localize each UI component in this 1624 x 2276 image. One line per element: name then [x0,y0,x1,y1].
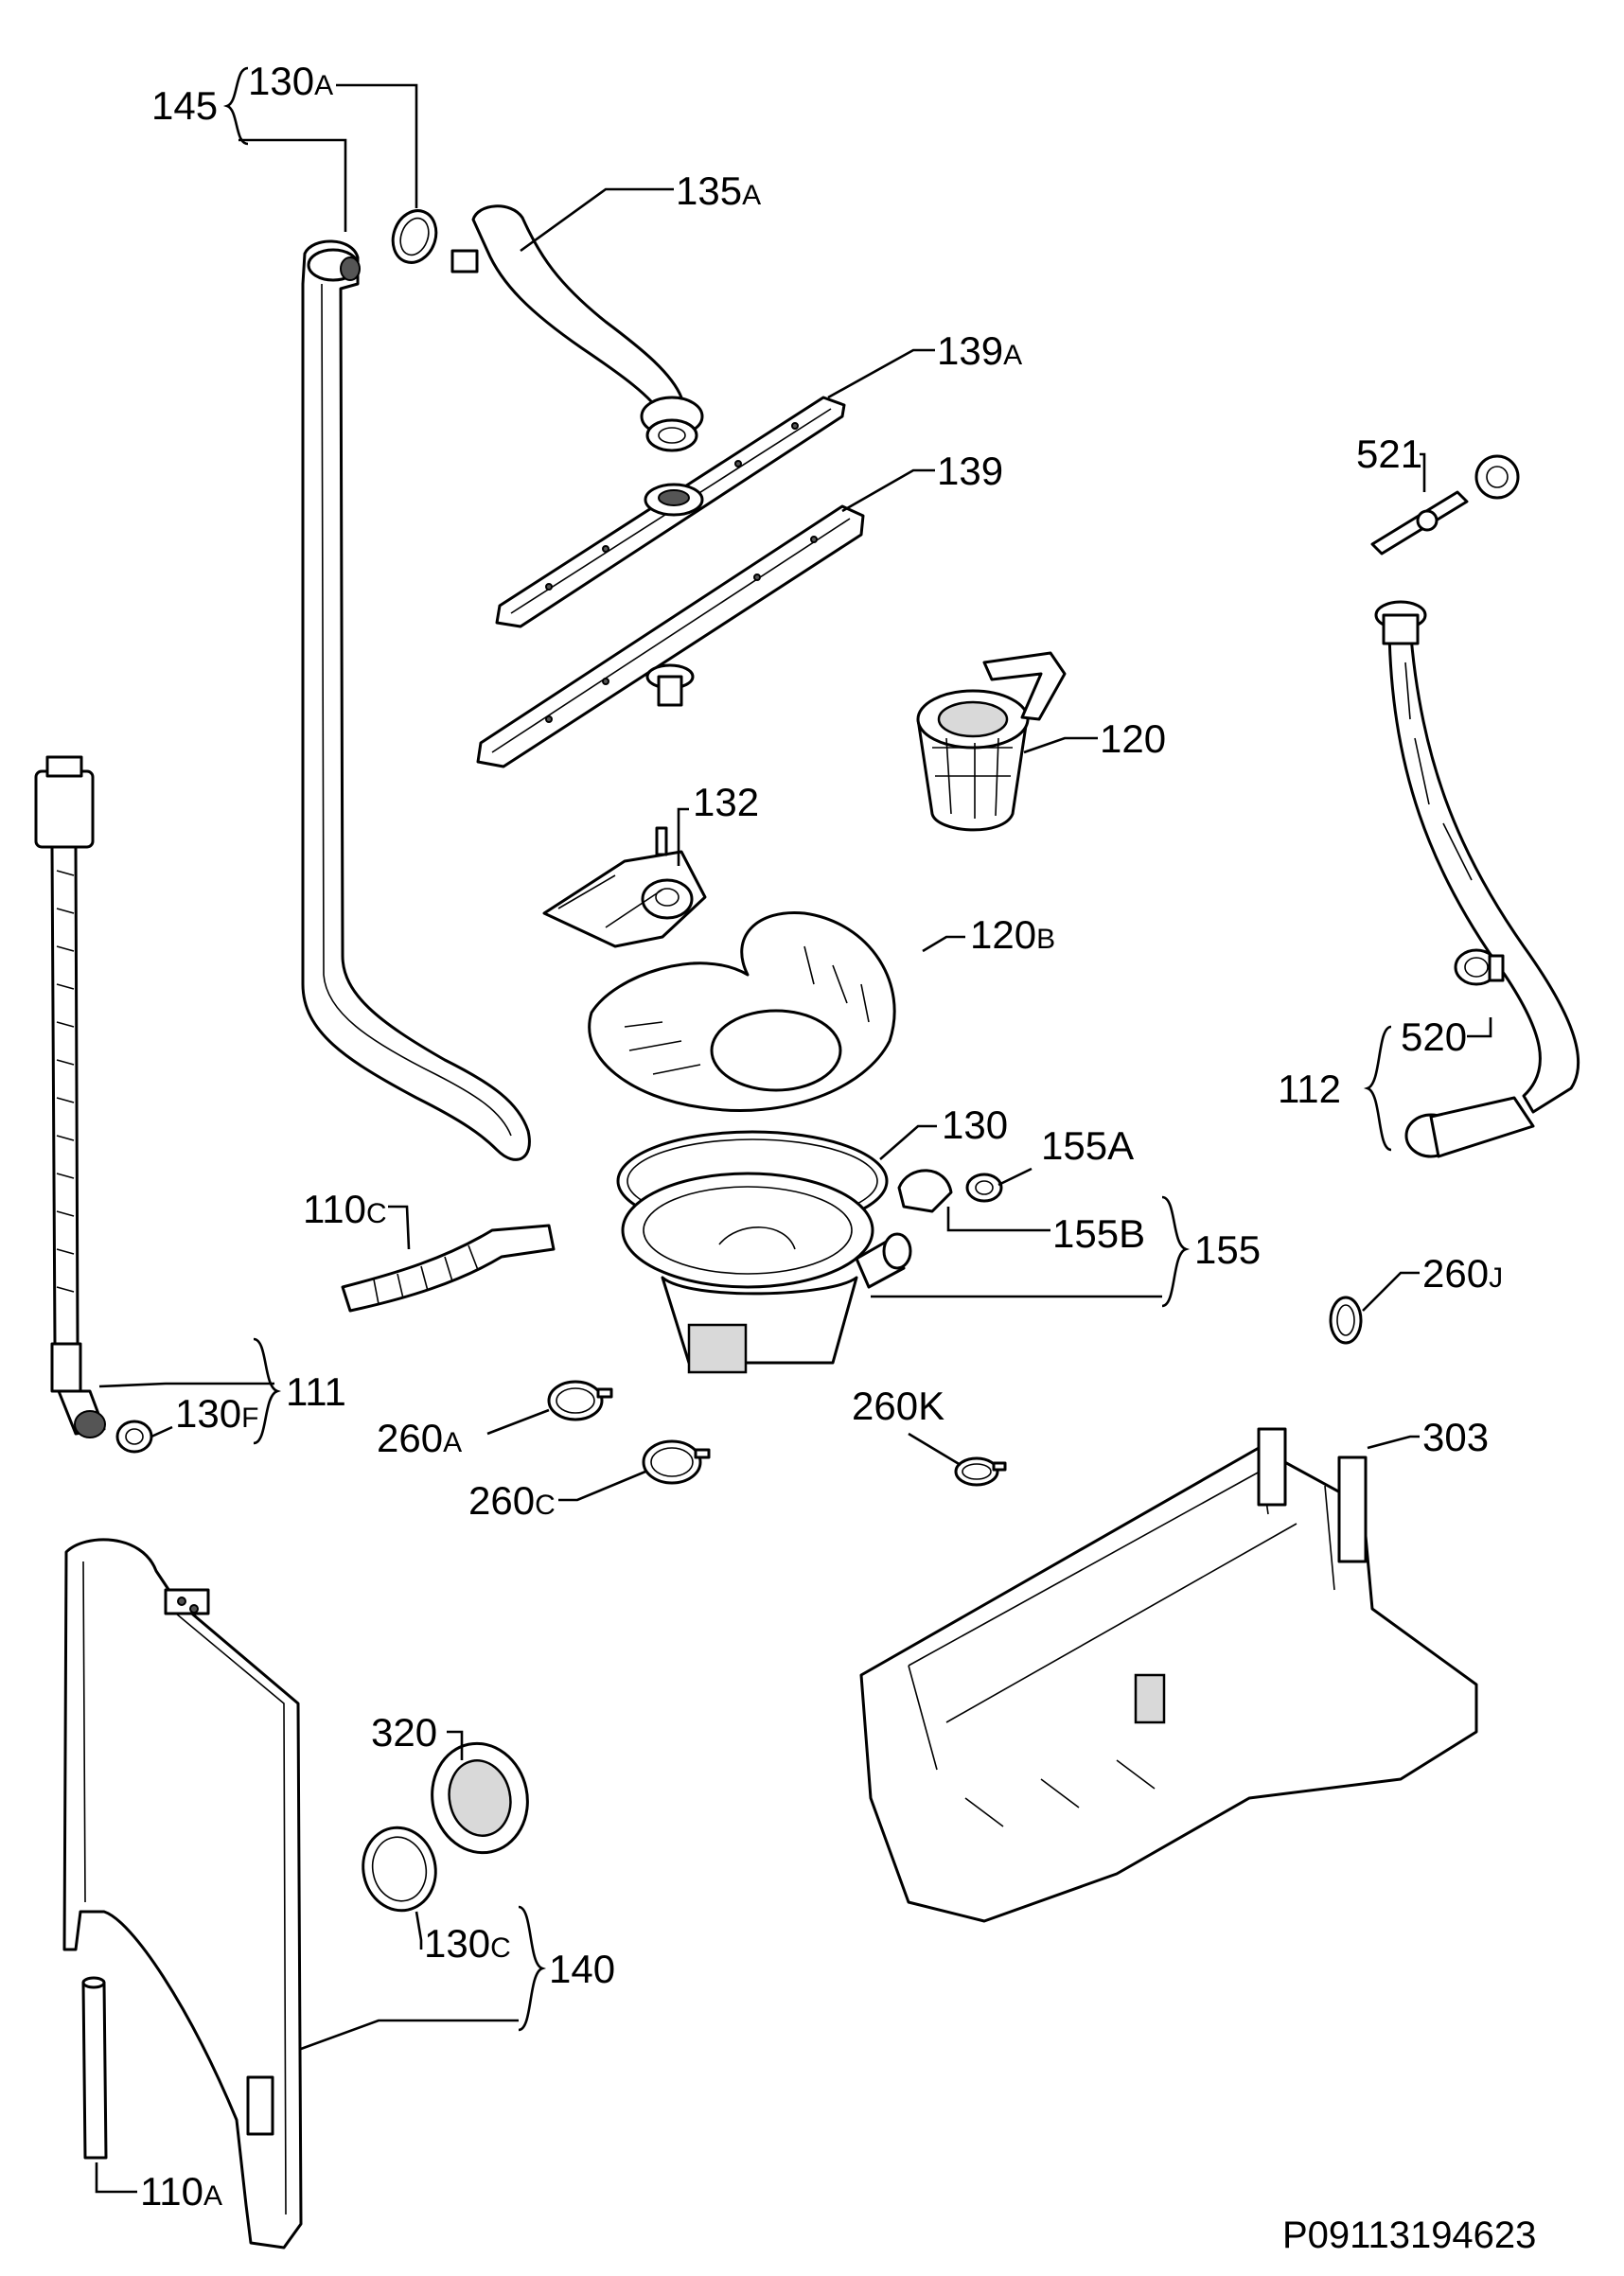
turbidity-sensor-bracket [542,826,707,948]
hose-clamp-260j [1329,1296,1363,1345]
label-110c: 110C [303,1187,387,1231]
o-ring-130a [391,209,438,264]
label-145: 145 [151,83,218,128]
upper-spray-pipe [301,239,531,1161]
label-132: 132 [693,780,759,824]
seal-320 [431,1741,529,1855]
label-155a: 155A [1041,1123,1134,1168]
label-320: 320 [371,1710,437,1755]
label-260j: 260J [1422,1251,1503,1296]
label-260c: 260C [468,1478,556,1523]
hose-clamp-260c [642,1439,711,1485]
label-260k: 260K [852,1384,944,1428]
gasket-130c [362,1826,437,1913]
label-130c: 130C [424,1921,511,1966]
label-112: 112 [1278,1067,1341,1111]
label-260a: 260A [377,1416,462,1460]
label-135a: 135A [676,168,761,213]
upper-spray-arm [495,396,846,628]
side-water-container [62,1538,303,2250]
label-130: 130 [942,1103,1008,1147]
callout-labels: 145 130A 135A 139A 139 521 120 132 120B … [140,59,1503,2214]
hose-clamp-260a [547,1380,613,1421]
group-brackets [222,66,1392,2032]
label-139: 139 [937,449,1003,493]
drain-hose [1374,600,1580,1158]
corrugated-hose [341,1224,556,1313]
pump-connector-155b [897,1169,953,1213]
micro-filter-plate [588,910,896,1112]
sump-pump-assembly [621,1172,912,1374]
lower-spray-arm [476,504,865,768]
base-plinth [859,1427,1478,1923]
label-139a: 139A [937,328,1022,373]
hose-connector-520 [1454,948,1505,986]
connector-130f [115,1420,153,1454]
tube-110a [81,1976,108,2160]
leader-lines [95,83,1492,2194]
label-120b: 120B [970,912,1055,957]
label-140: 140 [549,1947,615,1991]
label-110a: 110A [140,2169,222,2214]
hose-clip-521 [1370,454,1520,556]
filter-120 [916,651,1067,832]
label-520: 520 [1401,1014,1467,1059]
spray-arm-feed-pipe [450,204,704,452]
label-155b: 155B [1052,1211,1145,1256]
label-130a: 130A [248,59,333,103]
inlet-hose [34,755,106,1438]
hose-clamp-260k [954,1456,1007,1487]
label-120: 120 [1100,716,1166,761]
label-155: 155 [1194,1227,1261,1272]
label-130f: 130F [175,1391,258,1436]
label-111: 111 [286,1369,346,1414]
label-303: 303 [1422,1415,1489,1459]
drawing-code: P09113194623 [1282,2214,1536,2256]
pump-connector-155a [965,1173,1003,1203]
label-521: 521 [1356,432,1422,476]
